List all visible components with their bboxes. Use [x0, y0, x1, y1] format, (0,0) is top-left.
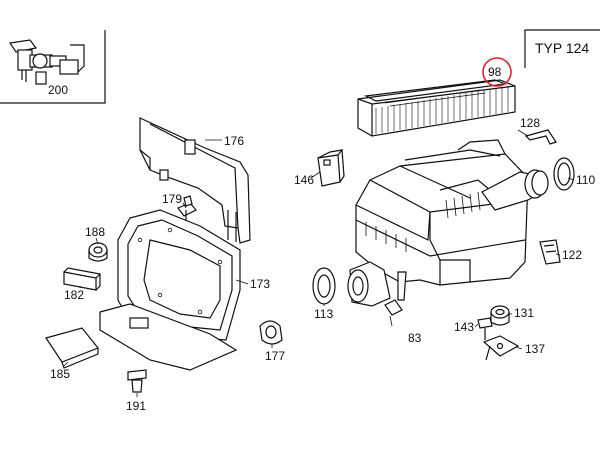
callout-122: 122	[562, 248, 582, 262]
part-200-drawing	[8, 39, 85, 85]
part-110-intake-duct	[481, 157, 575, 211]
callout-143: 143	[454, 320, 474, 334]
part-128-clip	[524, 129, 557, 145]
callout-185: 185	[50, 367, 70, 381]
bottom-plate	[99, 303, 238, 371]
callout-137: 137	[525, 342, 545, 356]
callout-labels: 200 98 176 179 146 128 110 188 122 173 1…	[48, 65, 595, 413]
part-146-bracket	[317, 149, 345, 187]
callout-83: 83	[408, 331, 422, 345]
part-188-grommet	[88, 242, 108, 262]
model-label: TYP 124	[535, 40, 589, 56]
callout-146: 146	[294, 173, 314, 187]
inset-frame	[0, 30, 106, 104]
callout-200: 200	[48, 83, 68, 97]
part-185-pad	[45, 327, 99, 369]
callout-98: 98	[488, 65, 502, 79]
callout-110: 110	[576, 173, 595, 187]
callout-182: 182	[64, 288, 84, 302]
callout-177: 177	[265, 349, 285, 363]
callout-176: 176	[224, 134, 244, 148]
part-113-sleeve	[312, 261, 391, 307]
part-191-fastener	[127, 369, 147, 393]
callout-179: 179	[162, 192, 182, 206]
highlight-ring-98	[482, 57, 512, 87]
leader-lines	[63, 129, 575, 397]
leader-83	[389, 315, 393, 327]
part-173-tray	[117, 209, 241, 341]
callout-131: 131	[514, 306, 534, 320]
part-122-clip	[539, 239, 561, 265]
callout-191: 191	[126, 399, 146, 413]
part-177-clamp	[259, 320, 283, 345]
callout-188: 188	[85, 225, 105, 239]
callout-113: 113	[314, 307, 333, 321]
part-131-grommet	[490, 305, 510, 326]
part-179-screw	[177, 195, 197, 222]
callout-128: 128	[520, 116, 540, 130]
part-143-bolt	[477, 317, 493, 340]
part-176-cover	[139, 117, 251, 244]
part-98-filter-element	[357, 79, 516, 137]
model-box: TYP 124	[524, 29, 600, 68]
part-182-strip	[63, 267, 102, 291]
airbox-housing	[355, 139, 529, 316]
callout-173: 173	[250, 277, 270, 291]
part-137-bracket	[482, 335, 520, 361]
